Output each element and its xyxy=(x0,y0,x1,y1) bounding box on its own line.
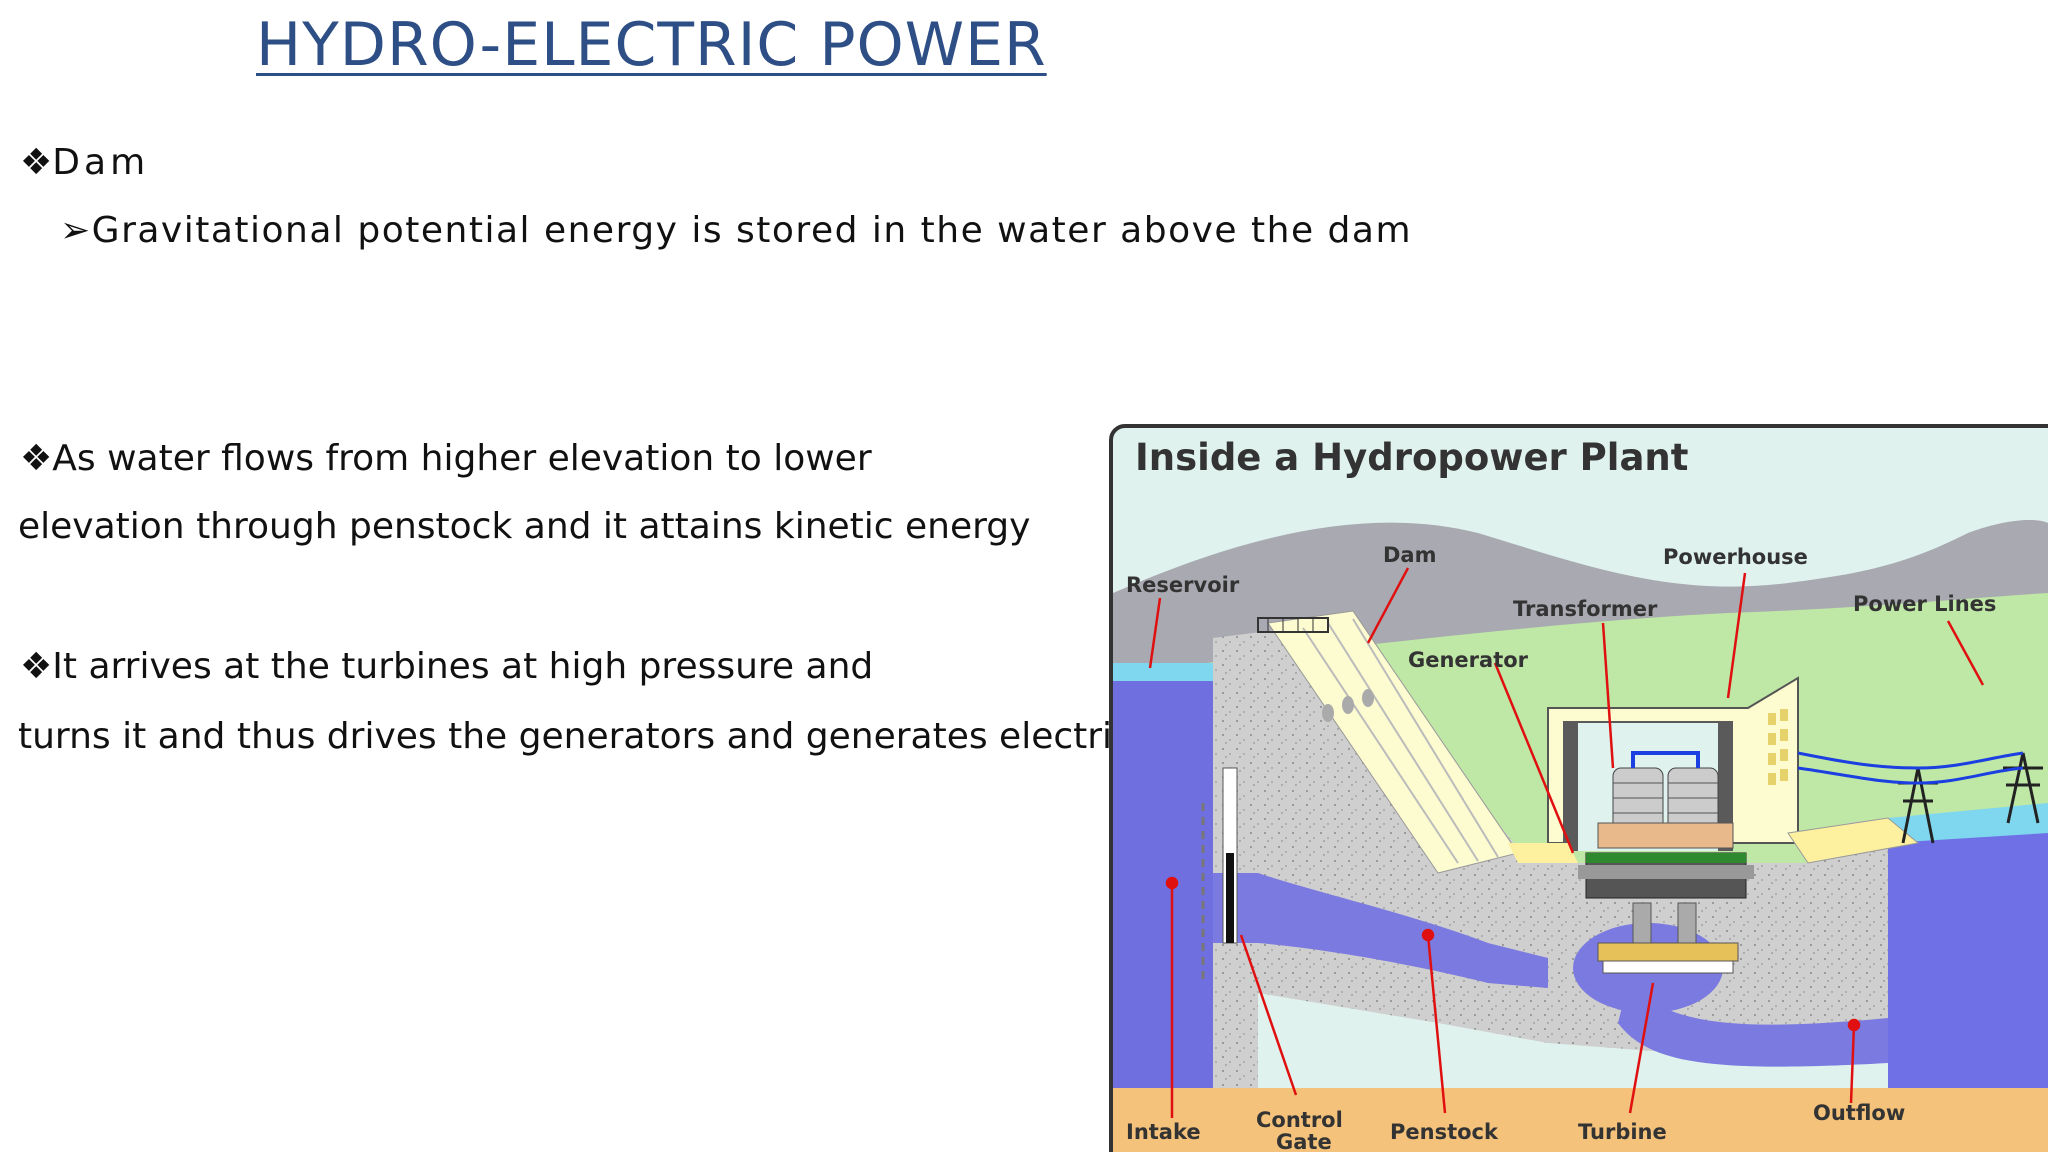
label-intake: Intake xyxy=(1126,1120,1201,1144)
bullet-turbines-line2: turns it and thus drives the generators … xyxy=(18,716,1178,757)
label-turbine: Turbine xyxy=(1578,1120,1667,1144)
bullet-water-flow-line1: As water flows from higher elevation to … xyxy=(52,438,872,479)
arrow-bullet-icon: ➢ xyxy=(60,210,92,251)
label-outflow: Outflow xyxy=(1813,1101,1905,1125)
sub-bullet-text: Gravitational potential energy is stored… xyxy=(91,210,1413,251)
outflow-channel xyxy=(1618,983,1888,1067)
reservoir-water xyxy=(1113,663,1213,1133)
diamond-bullet-icon: ❖ xyxy=(20,438,53,479)
label-transformer: Transformer xyxy=(1513,597,1658,621)
turbine-runner xyxy=(1597,942,1739,962)
label-power-lines: Power Lines xyxy=(1853,592,1996,616)
label-dam: Dam xyxy=(1383,543,1436,567)
bullet-water-flow: ❖As water flows from higher elevation to… xyxy=(20,438,872,479)
power-line-wire xyxy=(1797,751,2024,770)
tailwater xyxy=(1888,818,2048,1123)
label-control-gate-2: Gate xyxy=(1276,1130,1332,1152)
sub-bullet-potential-energy: ➢Gravitational potential energy is store… xyxy=(60,210,1412,251)
label-control-gate-1: Control xyxy=(1256,1108,1343,1132)
ground xyxy=(1113,1088,2048,1152)
transformer-base xyxy=(1597,822,1734,849)
label-penstock: Penstock xyxy=(1390,1120,1499,1144)
penstock-pipe xyxy=(1213,873,1548,988)
bullet-turbines: ❖It arrives at the turbines at high pres… xyxy=(20,646,873,687)
label-generator: Generator xyxy=(1408,648,1529,672)
diamond-bullet-icon: ❖ xyxy=(20,142,53,183)
label-reservoir: Reservoir xyxy=(1126,573,1240,597)
bullet-water-flow-line2: elevation through penstock and it attain… xyxy=(18,506,1031,547)
bullet-turbines-line1: It arrives at the turbines at high press… xyxy=(52,646,874,687)
power-tower-1 xyxy=(1898,767,1938,844)
power-tower-2 xyxy=(2003,752,2043,824)
bullet-dam-label: Dam xyxy=(52,142,150,183)
label-powerhouse: Powerhouse xyxy=(1663,545,1808,569)
slide-title: HYDRO-ELECTRIC POWER xyxy=(256,10,1047,80)
diagram-title: Inside a Hydropower Plant xyxy=(1135,436,1688,479)
label-arrows xyxy=(1148,567,1985,1118)
hydropower-plant-diagram: Inside a Hydropower Plant Reservoir Dam … xyxy=(1108,423,2048,1152)
bullet-dam: ❖Dam xyxy=(20,142,149,183)
diamond-bullet-icon: ❖ xyxy=(20,646,53,687)
